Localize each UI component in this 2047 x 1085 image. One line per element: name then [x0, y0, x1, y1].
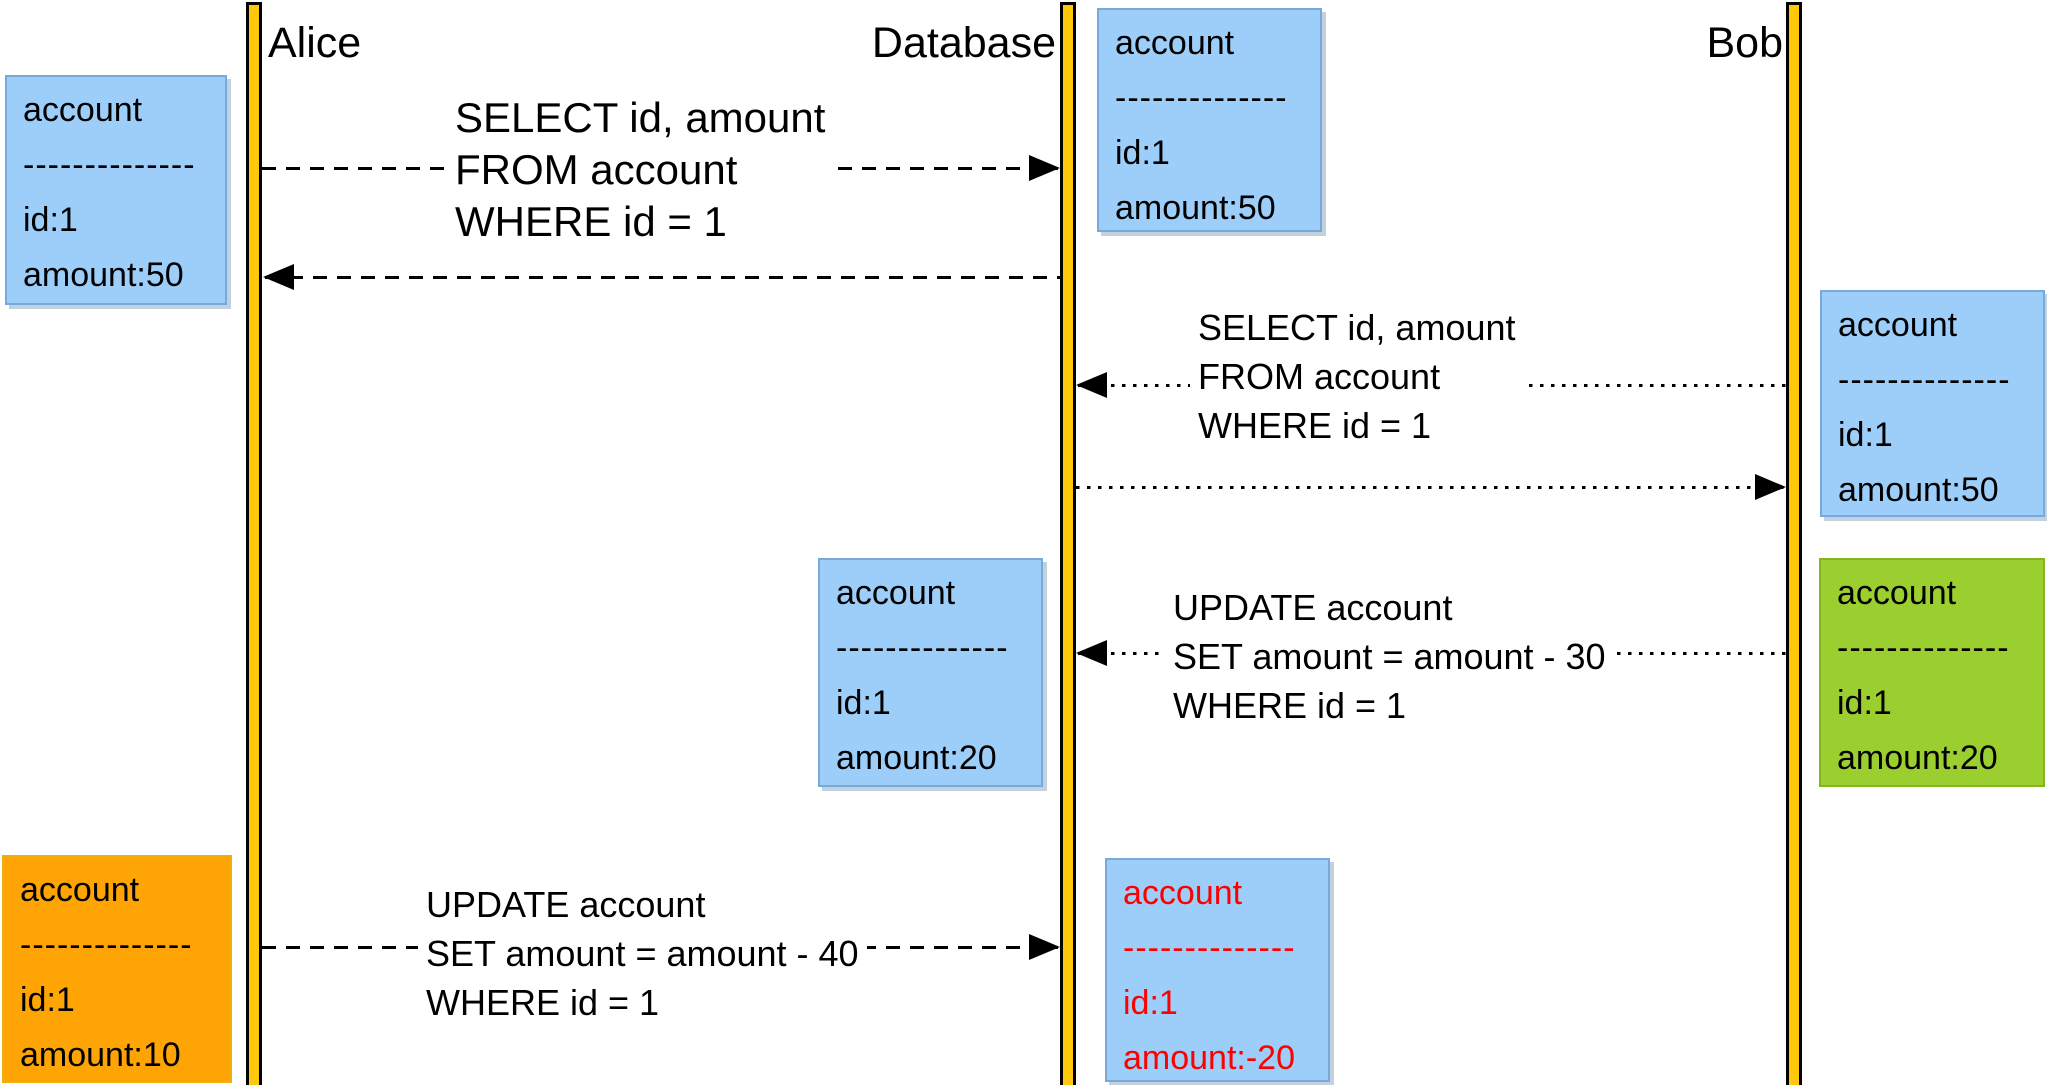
state-box-database-after-bob-update: account -------------- id:1 amount:20 — [818, 558, 1043, 787]
state-box-divider: -------------- — [1115, 79, 1288, 117]
state-box-row: amount:50 — [1115, 189, 1276, 227]
message-text-line: WHERE id = 1 — [455, 198, 727, 245]
state-box-database-final-corrupted: account -------------- id:1 amount:-20 — [1105, 858, 1330, 1082]
lifeline-alice — [246, 2, 262, 1085]
state-box-divider: -------------- — [1838, 361, 2011, 399]
state-box-alice-after-update: account -------------- id:1 amount:10 — [2, 855, 232, 1083]
message-label: SELECT id, amount FROM account WHERE id … — [1190, 303, 1524, 450]
arrowhead-left-icon — [1076, 372, 1107, 398]
state-box-row: amount:20 — [1837, 739, 1998, 777]
message-line — [265, 276, 1060, 279]
state-box-row: amount:50 — [23, 256, 184, 294]
arrowhead-left-icon — [1076, 640, 1107, 666]
message-line — [1076, 486, 1784, 489]
arrowhead-right-icon — [1029, 155, 1060, 181]
state-box-row: amount:10 — [20, 1036, 181, 1074]
state-box-divider: -------------- — [1837, 629, 2010, 667]
state-box-title: account — [20, 871, 140, 909]
message-text-line: SELECT id, amount — [1198, 307, 1516, 348]
actor-label-database: Database — [871, 19, 1056, 67]
state-box-divider: -------------- — [23, 146, 196, 184]
lifeline-bob — [1786, 2, 1802, 1085]
state-box-title: account — [1837, 574, 1957, 612]
arrowhead-right-icon — [1029, 934, 1060, 960]
state-box-divider: -------------- — [1123, 929, 1296, 967]
message-text-line: WHERE id = 1 — [426, 982, 660, 1023]
state-box-row: amount:-20 — [1123, 1039, 1295, 1077]
message-text-line: UPDATE account — [426, 884, 706, 925]
state-box-row: id:1 — [1837, 684, 1892, 722]
message-text-line: FROM account — [455, 146, 738, 193]
state-box-row: id:1 — [1115, 134, 1170, 172]
state-box-divider: -------------- — [836, 629, 1009, 667]
message-text-line: SET amount = amount - 30 — [1173, 636, 1606, 677]
message-label: UPDATE account SET amount = amount - 40 … — [418, 880, 867, 1027]
state-box-divider: -------------- — [20, 926, 193, 964]
state-box-bob-after-update: account -------------- id:1 amount:20 — [1819, 558, 2045, 787]
message-text-line: WHERE id = 1 — [1173, 685, 1407, 726]
message-label: UPDATE account SET amount = amount - 30 … — [1165, 583, 1614, 730]
state-box-row: amount:20 — [836, 739, 997, 777]
message-text-line: UPDATE account — [1173, 587, 1453, 628]
lifeline-database — [1060, 2, 1076, 1085]
arrowhead-left-icon — [263, 264, 294, 290]
state-box-title: account — [1123, 874, 1243, 912]
state-box-bob-select: account -------------- id:1 amount:50 — [1820, 290, 2045, 517]
state-box-row: id:1 — [23, 201, 78, 239]
message-text-line: SELECT id, amount — [455, 94, 826, 141]
state-box-title: account — [1838, 306, 1958, 344]
arrowhead-right-icon — [1755, 474, 1786, 500]
actor-label-alice: Alice — [268, 19, 362, 67]
message-text-line: WHERE id = 1 — [1198, 405, 1432, 446]
state-box-row: id:1 — [1123, 984, 1178, 1022]
state-box-row: id:1 — [20, 981, 75, 1019]
state-box-title: account — [23, 91, 143, 129]
state-box-alice-initial: account -------------- id:1 amount:50 — [5, 75, 227, 305]
state-box-title: account — [1115, 24, 1235, 62]
message-text-line: FROM account — [1198, 356, 1441, 397]
state-box-row: id:1 — [1838, 416, 1893, 454]
state-box-database-initial: account -------------- id:1 amount:50 — [1097, 8, 1322, 232]
message-label: SELECT id, amount FROM account WHERE id … — [447, 92, 834, 248]
state-box-row: id:1 — [836, 684, 891, 722]
actor-label-bob: Bob — [1706, 19, 1783, 67]
state-box-title: account — [836, 574, 956, 612]
message-text-line: SET amount = amount - 40 — [426, 933, 859, 974]
state-box-row: amount:50 — [1838, 471, 1999, 509]
